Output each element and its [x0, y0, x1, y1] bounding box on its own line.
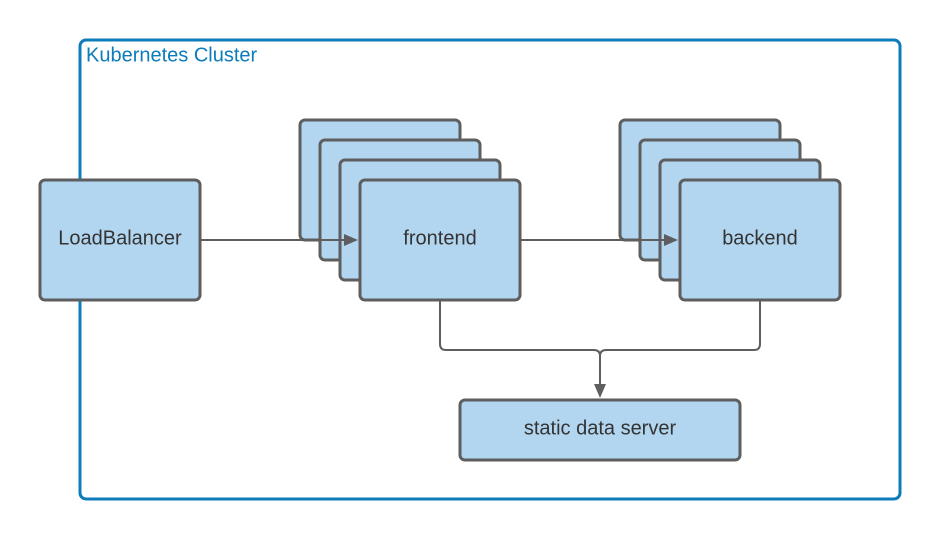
backend-replicas[interactable]: backend: [618, 118, 842, 302]
static-data-server-node[interactable]: static data server: [458, 398, 742, 462]
frontend-label: frontend: [403, 227, 476, 249]
loadbalancer-label: LoadBalancer: [58, 227, 182, 249]
edge-frontend-backend: [521, 234, 678, 246]
backend-label: backend: [722, 227, 798, 249]
frontend-replicas[interactable]: frontend: [298, 118, 522, 302]
arrowhead-icon: [664, 234, 678, 246]
arrowhead-icon: [594, 384, 606, 398]
loadbalancer-node[interactable]: LoadBalancer: [38, 178, 202, 302]
edge-loadbalancer-frontend: [201, 234, 358, 246]
edge-to-static-data-server: [439, 301, 761, 398]
cluster-label: Kubernetes Cluster: [86, 44, 258, 66]
static-data-server-label: static data server: [524, 417, 677, 439]
arrowhead-icon: [344, 234, 358, 246]
